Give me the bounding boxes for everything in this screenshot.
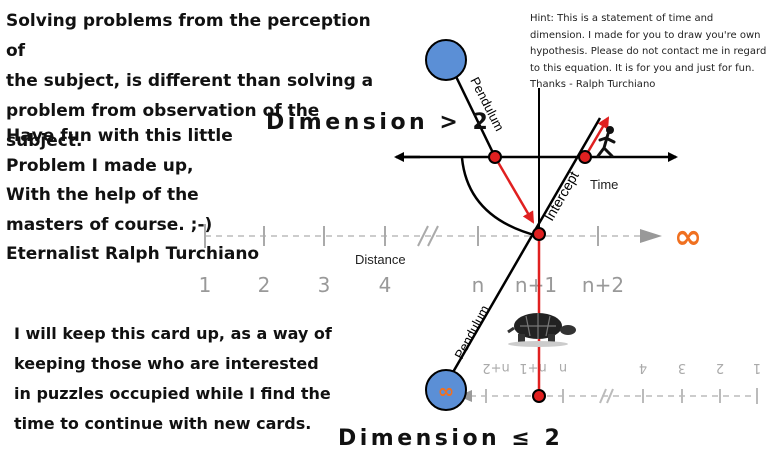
card-line: I will keep this card up, as a way of [14,324,332,343]
time-arrow [583,116,610,158]
fun-paragraph: Have fun with this little Problem I made… [6,122,276,270]
node-bottom [532,389,546,403]
mirror-scale-label: 1 [753,360,761,375]
scale-label: 1 [199,273,212,297]
ruler-arrow-icon [640,229,662,243]
card-line: in puzzles occupied while I find the [14,384,331,403]
intro-line: the subject, is different than solving a [6,71,374,91]
node-intercept [532,227,546,241]
fun-line: Problem I made up, [6,155,194,176]
mirror-scale-label: n [559,360,567,375]
swing-arrow [493,156,535,224]
scale-label: 3 [318,273,331,297]
fun-line: Eternalist Ralph Turchiano [6,244,260,264]
card-paragraph: I will keep this card up, as a way of ke… [14,319,344,439]
infinity-symbol: ∞ [674,217,702,257]
fun-line: masters of course. ;-) [6,214,213,235]
node-time [578,150,592,164]
distance-label: Distance [355,252,406,267]
intro-line: Solving problems from the perception of [6,11,371,61]
intro-paragraph: Solving problems from the perception of … [6,6,386,156]
intercept-label: Intercept [541,168,582,223]
node-points [488,150,592,403]
mirror-scale-label: 4 [639,360,647,375]
card-line: keeping those who are interested [14,354,319,373]
mirror-scale-label: 3 [678,360,686,375]
runner-icon [596,126,616,158]
fun-line: With the help of the [6,185,199,205]
mirror-scale-label: 2 [716,360,724,375]
node-pivot [488,150,502,164]
scale-label: n+2 [582,273,624,297]
card-line: time to continue with new cards. [14,414,312,433]
hint-text: Hint: This is a statement of time and di… [530,13,767,90]
mirror-scale-label: n+2 [482,360,509,375]
fun-line: Have fun with this little [6,126,233,146]
turtle-icon [507,313,576,347]
pendulum-bottom-label: Pendulum [451,303,492,362]
dimension-bottom-label: Dimension ≤ 2 [338,426,564,451]
scale-label: 4 [379,273,392,297]
scale-label: n [472,273,485,297]
intro-line: problem from observation of the subject. [6,101,320,151]
bob-infinity-symbol: ∞ [438,379,455,403]
pendulum-bob-top [425,39,467,81]
scale-label: 2 [258,273,271,297]
dimension-top-label: Dimension > 2 [266,110,492,135]
pendulum-bob-bottom [425,369,467,411]
distance-ruler [204,224,662,248]
swing-arc [460,157,539,238]
mirror-ruler [458,388,758,404]
time-label: Time [590,177,618,192]
scale-label: n+1 [515,273,557,297]
mirror-scale-label: n+1 [519,360,546,375]
intercept-line [443,117,602,387]
